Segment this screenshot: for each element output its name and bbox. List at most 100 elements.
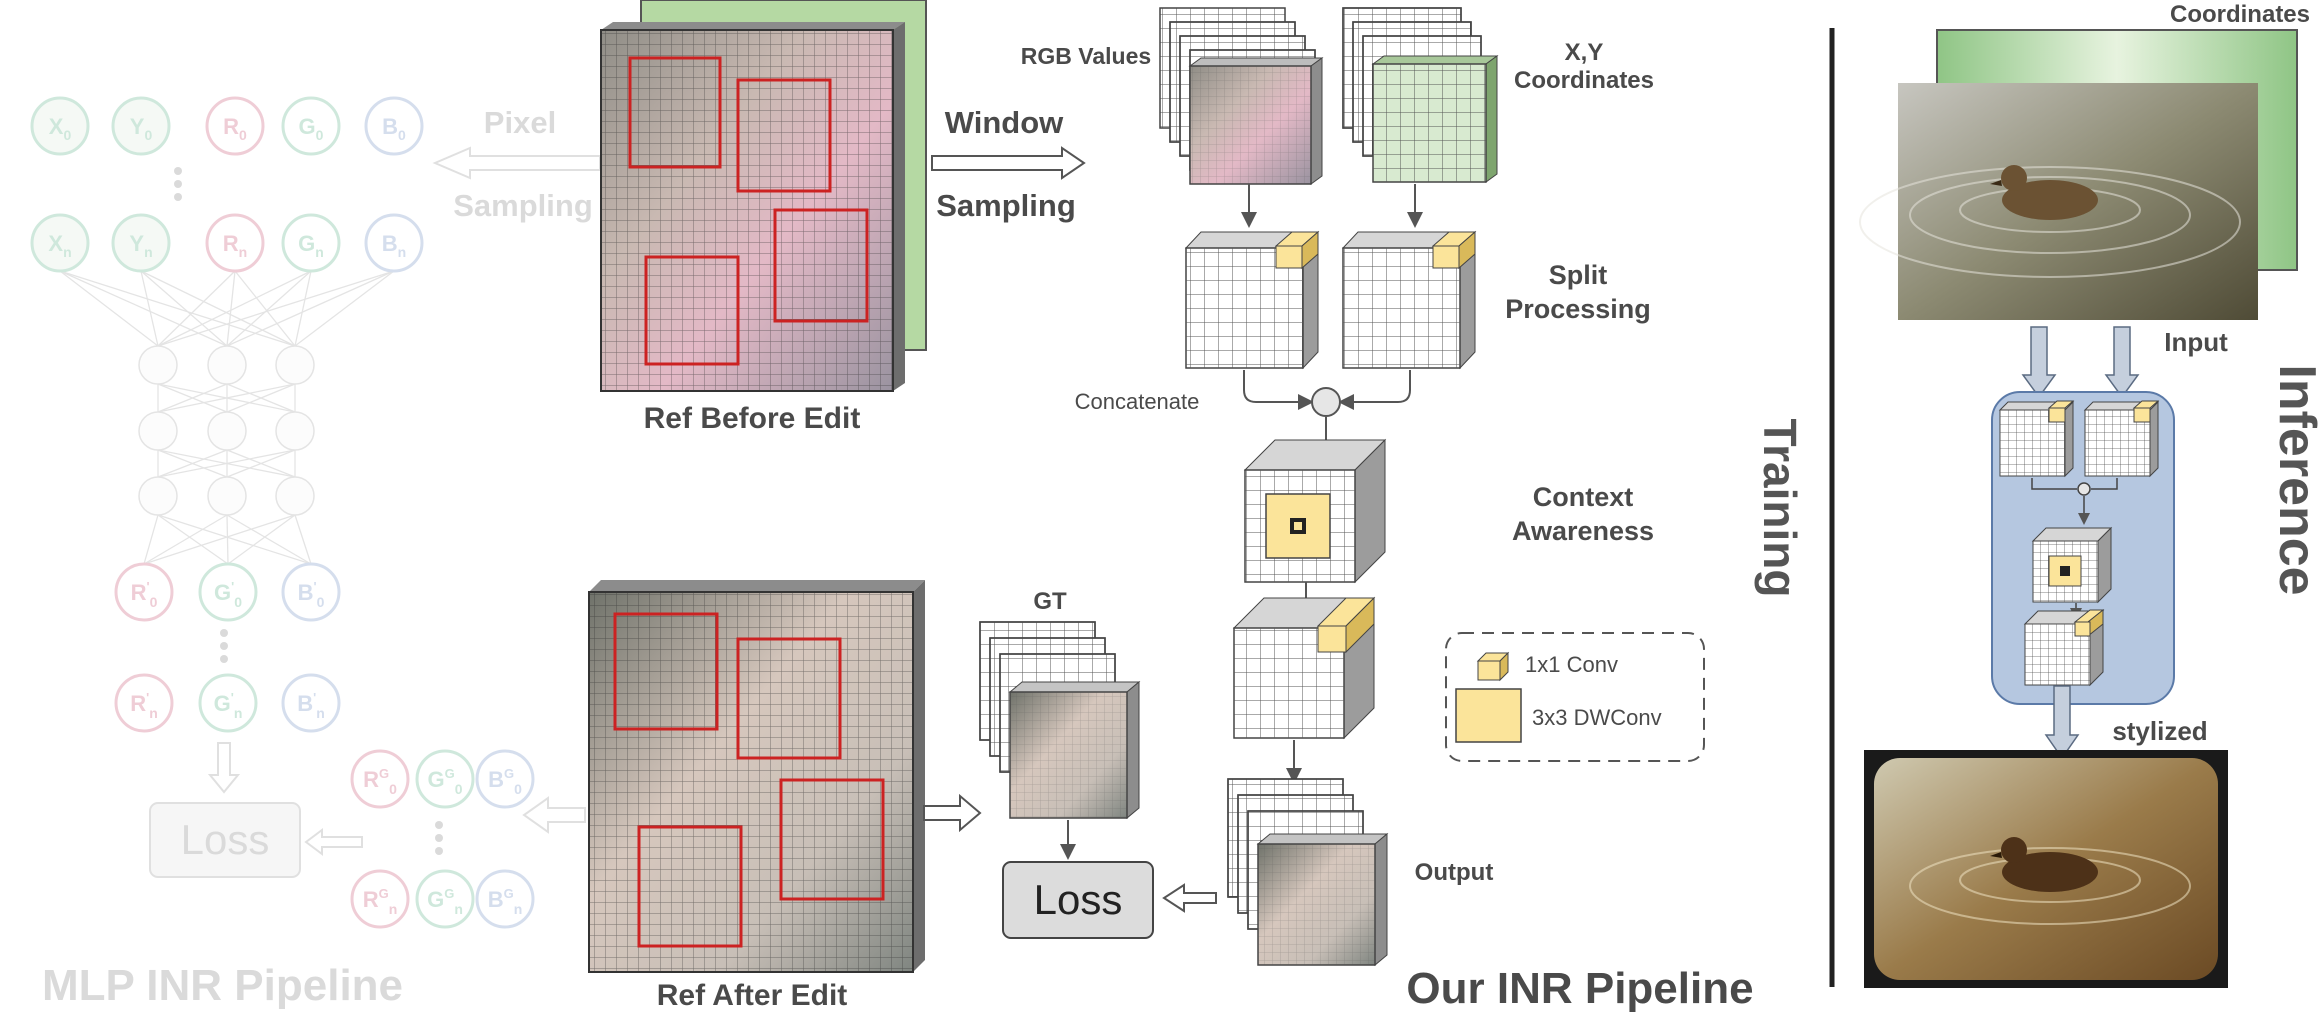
inference-join bbox=[2031, 478, 2118, 525]
output-node-top: B'0 bbox=[281, 562, 341, 622]
input-node-top: Y0 bbox=[111, 96, 171, 156]
svg-text:GGn: GGn bbox=[427, 886, 463, 917]
output-node-bottom: G'n bbox=[198, 673, 258, 733]
mlp-ref-arrow bbox=[522, 796, 586, 834]
output-label: Output bbox=[1415, 859, 1494, 886]
legend: 1x1 Conv 3x3 DWConv bbox=[1445, 632, 1705, 762]
input-label: Input bbox=[2164, 327, 2228, 357]
inference-context-cube bbox=[2031, 526, 2113, 604]
legend-1x1-conv: 1x1 Conv bbox=[1525, 652, 1618, 677]
svg-text:R0: R0 bbox=[223, 114, 247, 143]
input-node-bottom: Yn bbox=[111, 213, 171, 273]
network-edge bbox=[234, 270, 296, 347]
svg-text:R'n: R'n bbox=[130, 690, 158, 721]
context-label-line2: Awareness bbox=[1512, 516, 1654, 546]
context-awareness-cube bbox=[1243, 438, 1387, 584]
window-label: Window bbox=[945, 105, 1064, 140]
xy-coordinates-stack: X,Y Coordinates bbox=[1342, 7, 1654, 183]
context-label-line1: Context bbox=[1533, 482, 1634, 512]
network-edge bbox=[143, 514, 296, 565]
ref-before-label: Ref Before Edit bbox=[644, 402, 861, 435]
window-sampling-label: Sampling bbox=[936, 188, 1076, 223]
network-edge bbox=[157, 514, 229, 565]
svg-text:Rn: Rn bbox=[223, 231, 247, 260]
svg-text:X0: X0 bbox=[49, 114, 72, 143]
gt-node-bottom: GGn bbox=[415, 869, 475, 929]
svg-text:Bn: Bn bbox=[382, 231, 406, 260]
network-edge bbox=[157, 383, 228, 413]
window-boxes-before bbox=[628, 56, 869, 366]
mlp-down-arrow bbox=[207, 742, 241, 794]
svg-text:Gn: Gn bbox=[298, 231, 324, 260]
xy-label-line2: Coordinates bbox=[1514, 67, 1654, 94]
loss-box bbox=[1002, 861, 1154, 939]
network-edge bbox=[140, 270, 296, 347]
coordinates-label: Coordinates bbox=[2170, 1, 2310, 28]
svg-text:BG0: BG0 bbox=[488, 766, 522, 797]
network-edge bbox=[226, 514, 229, 565]
gt-node-bottom: RGn bbox=[350, 869, 410, 929]
network-edge bbox=[226, 383, 296, 413]
ellipsis-dots bbox=[174, 167, 443, 855]
mlp-edges bbox=[59, 270, 395, 565]
gt-node-top: BG0 bbox=[475, 749, 535, 809]
mlp-loss-box bbox=[149, 802, 301, 878]
network-edge bbox=[157, 449, 228, 478]
concatenate-label: Concatenate bbox=[1075, 389, 1200, 414]
network-edge bbox=[227, 514, 296, 565]
legend-3x3-dwconv: 3x3 DWConv bbox=[1532, 705, 1662, 730]
network-edge bbox=[226, 270, 236, 347]
network-edge bbox=[140, 270, 159, 347]
output-to-loss-arrow bbox=[1162, 883, 1217, 913]
network-edge bbox=[226, 270, 395, 347]
gt-node-bottom: BGn bbox=[475, 869, 535, 929]
network-edge bbox=[59, 270, 296, 347]
network-edge bbox=[59, 270, 159, 347]
training-label: Training bbox=[1754, 419, 1806, 598]
svg-text:RG0: RG0 bbox=[363, 766, 397, 797]
xy-label-line1: X,Y bbox=[1565, 39, 1604, 66]
network-edge bbox=[226, 270, 312, 347]
network-edge bbox=[143, 514, 159, 565]
input-node-bottom: Bn bbox=[364, 213, 424, 273]
svg-text:G'0: G'0 bbox=[214, 579, 242, 610]
gt-label: GT bbox=[1033, 588, 1067, 615]
svg-text:RGn: RGn bbox=[363, 886, 398, 917]
network-edge bbox=[157, 270, 312, 347]
svg-text:G'n: G'n bbox=[214, 690, 243, 721]
svg-text:Xn: Xn bbox=[48, 231, 71, 260]
mlp-loss-label: Loss bbox=[181, 816, 270, 863]
our-title: Our INR Pipeline bbox=[1406, 964, 1753, 1013]
network-edge bbox=[294, 514, 312, 565]
mlp-title: MLP INR Pipeline bbox=[42, 961, 403, 1010]
inference-fuse-cube bbox=[2023, 608, 2105, 687]
split-label-line2: Processing bbox=[1505, 294, 1651, 324]
hidden-layers bbox=[138, 345, 315, 516]
network-edge bbox=[226, 514, 312, 565]
rgb-values-label: RGB Values bbox=[1021, 43, 1151, 69]
split-arrows bbox=[1241, 184, 1423, 228]
svg-text:G0: G0 bbox=[299, 114, 324, 143]
input-node-top: B0 bbox=[364, 96, 424, 156]
input-node-top: X0 bbox=[30, 96, 90, 156]
svg-text:B0: B0 bbox=[382, 114, 406, 143]
output-node-bottom: R'n bbox=[114, 673, 174, 733]
window-sampling-arrow: Window Sampling bbox=[931, 105, 1086, 223]
output-node-top: R'0 bbox=[114, 562, 174, 622]
sampling-label: Sampling bbox=[453, 188, 593, 223]
output-stack bbox=[1227, 778, 1389, 967]
svg-text:R'0: R'0 bbox=[131, 579, 158, 610]
ref-before-edit: Ref Before Edit bbox=[600, 0, 927, 435]
network-edge bbox=[157, 514, 312, 565]
stylized-duck-icon bbox=[1990, 837, 2098, 892]
inference-section: Coordinates Input bbox=[1859, 1, 2310, 988]
output-node-top: G'0 bbox=[198, 562, 258, 622]
ref-after-label: Ref After Edit bbox=[657, 979, 848, 1012]
svg-text:B'0: B'0 bbox=[298, 579, 325, 610]
network-edge bbox=[157, 383, 296, 413]
inference-split-cube-1 bbox=[1998, 400, 2075, 478]
inference-split-cube-2 bbox=[2083, 400, 2160, 478]
input-node-top: R0 bbox=[205, 96, 265, 156]
